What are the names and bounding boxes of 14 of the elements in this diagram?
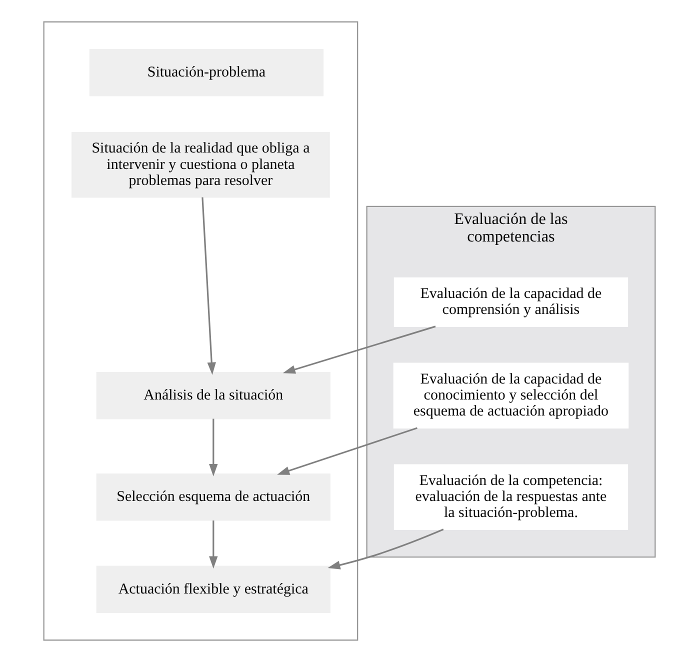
node-box: Análisis de la situación <box>96 372 330 420</box>
arrow <box>209 418 218 476</box>
node-box: Actuación flexible y estratégica <box>96 566 330 614</box>
node-box: Evaluación de la competencia: evaluación de la respuestas ante la situación-problema. <box>394 464 628 530</box>
arrow <box>328 528 444 570</box>
node-box: Evaluación de la capacidad de conocimiento y selección del esquema de actuación apropiado <box>393 362 629 428</box>
node-box: Situación de la realidad que obliga a intervenir y cuestiona o planeta problemas para resolver <box>72 132 330 198</box>
arrow <box>282 326 436 374</box>
arrow <box>209 520 218 569</box>
arrow <box>202 197 216 375</box>
arrow <box>277 427 418 475</box>
node-box: Evaluación de la capacidad de comprensión y análisis <box>394 277 628 327</box>
node-box: Selección esquema de actuación <box>96 473 330 521</box>
cluster <box>43 21 358 641</box>
